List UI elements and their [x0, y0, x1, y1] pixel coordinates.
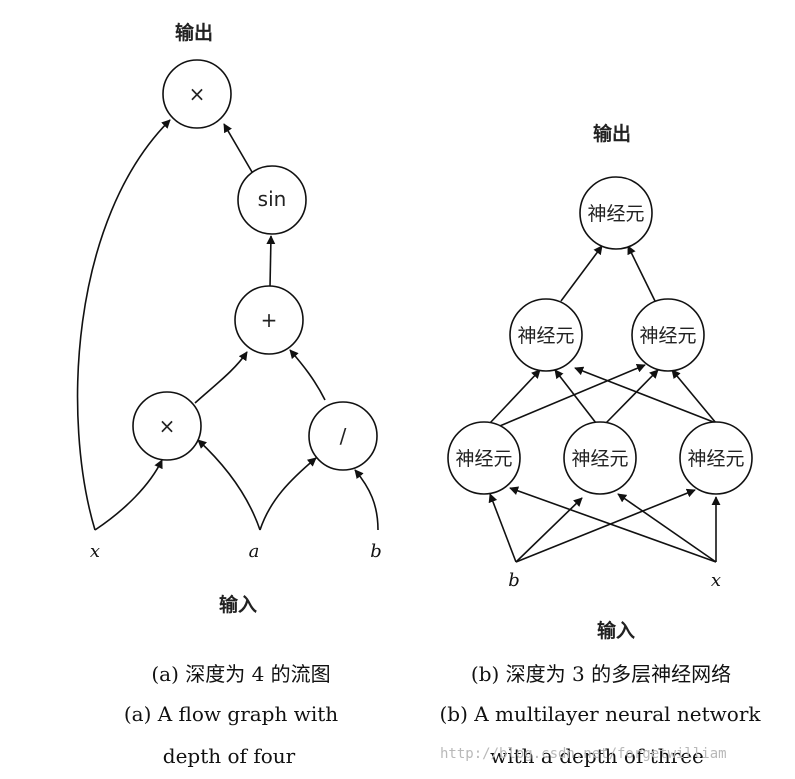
- edge-x-to-times-top: [76, 119, 171, 531]
- left-caption-cn: (a) 深度为 4 的流图: [151, 662, 331, 686]
- edge-h1b-to-h2a: [554, 369, 597, 424]
- edge-x-to-h1a: [509, 486, 717, 563]
- edge-plus-to-sin: [266, 235, 276, 288]
- neuron-h2b: 神经元: [631, 298, 705, 372]
- plus-label: +: [261, 308, 278, 332]
- neuron-h1b-label: 神经元: [571, 448, 628, 470]
- neuron-output-label: 神经元: [587, 203, 644, 225]
- edge-a-to-divide: [259, 457, 317, 531]
- sin-node: sin: [237, 165, 307, 235]
- times-bottom-node: ×: [132, 391, 202, 461]
- edge-h1a-to-h2a: [489, 369, 541, 424]
- watermark: http://blog.csdn.net/forgetwilliam: [440, 746, 727, 762]
- times-bottom-label: ×: [159, 414, 176, 438]
- edge-h1c-to-h2b: [671, 369, 717, 424]
- edge-b-to-h1c: [515, 488, 696, 563]
- left-var-a: a: [249, 541, 260, 562]
- right-var-x: x: [711, 570, 721, 591]
- neuron-h1a-label: 神经元: [455, 448, 512, 470]
- neuron-h2b-label: 神经元: [639, 325, 696, 347]
- neural-network: 神经元 神经元 神经元 神经元 神经元 神经元 输出 输入 b x: [447, 122, 753, 642]
- edge-h1a-to-h2b: [494, 363, 646, 429]
- times-top-label: ×: [189, 82, 206, 106]
- left-caption-en-line2: depth of four: [162, 744, 296, 768]
- neuron-h1c: 神经元: [679, 421, 753, 495]
- edge-x-to-h1b: [617, 493, 717, 563]
- left-var-x: x: [90, 541, 100, 562]
- left-output-label: 输出: [175, 21, 213, 44]
- divide-node: /: [308, 401, 378, 471]
- edge-a-to-times-bottom: [197, 439, 261, 531]
- edge-h1c-to-h2a: [574, 366, 717, 424]
- flow-graph: × sin + × / 输出 输入 x a b: [76, 21, 382, 616]
- right-caption-en-line2: with a depth of three: [490, 744, 704, 768]
- edge-b-to-divide: [354, 469, 379, 531]
- left-caption-en-line1: (a) A flow graph with: [123, 702, 339, 726]
- edge-sin-to-times-top: [223, 123, 253, 173]
- edge-h1b-to-h2b: [605, 369, 659, 424]
- edge-divide-to-plus: [289, 349, 326, 401]
- edge-b-to-h1a: [488, 493, 517, 563]
- edge-b-to-h1b: [515, 497, 583, 563]
- neuron-h1b: 神经元: [563, 421, 637, 495]
- edge-h2a-to-out: [560, 245, 603, 302]
- neuron-h1a: 神经元: [447, 421, 521, 495]
- times-top-node: ×: [162, 59, 232, 129]
- left-var-b: b: [370, 541, 382, 562]
- neuron-h2a-label: 神经元: [517, 325, 574, 347]
- right-input-label: 输入: [597, 619, 635, 642]
- neuron-h1c-label: 神经元: [687, 448, 744, 470]
- left-input-label: 输入: [219, 593, 257, 616]
- edge-x-to-times-bottom: [94, 459, 163, 531]
- plus-node: +: [234, 285, 304, 355]
- neuron-h2a: 神经元: [509, 298, 583, 372]
- right-output-label: 输出: [593, 122, 631, 145]
- right-var-b: b: [508, 570, 520, 591]
- edge-times-to-plus: [194, 351, 248, 404]
- divide-label: /: [340, 424, 347, 448]
- sin-label: sin: [258, 187, 287, 211]
- edge-h2b-to-out: [627, 245, 656, 302]
- neuron-output: 神经元: [579, 176, 653, 250]
- right-caption-en-line1: (b) A multilayer neural network: [439, 702, 761, 726]
- right-caption-cn: (b) 深度为 3 的多层神经网络: [470, 662, 732, 686]
